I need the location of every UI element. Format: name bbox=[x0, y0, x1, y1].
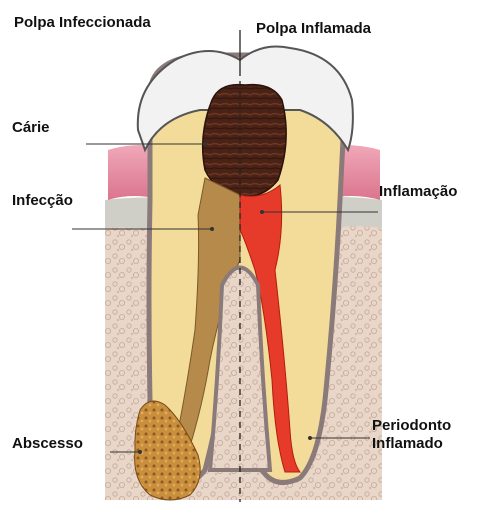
inflammation-label: Inflamação bbox=[379, 183, 457, 201]
infection-label: Infecção bbox=[12, 192, 73, 210]
caries-label: Cárie bbox=[12, 119, 50, 137]
periodontium-label-line1: Periodonto bbox=[372, 417, 451, 435]
periodontium-label: Periodonto Inflamado bbox=[372, 417, 451, 453]
periodontium-label-line2: Inflamado bbox=[372, 435, 451, 453]
inflamed-pulp-label: Polpa Inflamada bbox=[256, 20, 371, 38]
infected-pulp-label: Polpa Infeccionada bbox=[14, 14, 151, 32]
abscess-label: Abscesso bbox=[12, 435, 83, 453]
caries bbox=[203, 85, 286, 196]
